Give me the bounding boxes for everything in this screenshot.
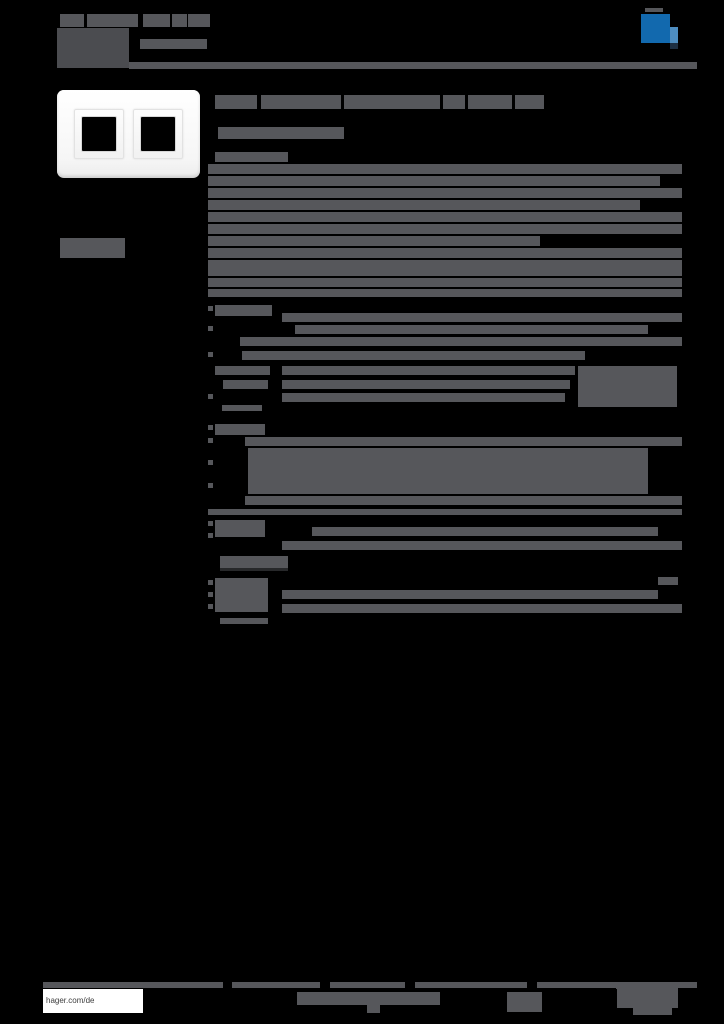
spec-label-redacted bbox=[215, 578, 268, 612]
paragraph-block-redacted bbox=[248, 448, 648, 494]
header-title-word bbox=[188, 14, 210, 27]
bullet-tick bbox=[208, 394, 213, 399]
product-title-word bbox=[515, 95, 544, 109]
link-underline bbox=[220, 568, 288, 571]
header-subtitle-block bbox=[57, 28, 129, 68]
paragraph-line-redacted bbox=[208, 212, 682, 222]
frame-opening-left-hole bbox=[82, 117, 116, 151]
bullet-tick bbox=[208, 483, 213, 488]
frame-opening-left bbox=[74, 109, 124, 159]
product-title-word bbox=[261, 95, 341, 109]
footer-disclaimer-redacted bbox=[232, 982, 320, 988]
spec-row-redacted bbox=[282, 604, 682, 613]
paragraph-line-redacted bbox=[208, 164, 682, 174]
frame-opening-right bbox=[133, 109, 183, 159]
spec-row-redacted bbox=[282, 380, 570, 389]
cover-frame-image bbox=[57, 90, 200, 178]
spec-label-redacted bbox=[223, 380, 268, 389]
spec-row-redacted bbox=[282, 313, 682, 322]
section-heading-redacted bbox=[215, 520, 265, 537]
bullet-tick bbox=[208, 326, 213, 331]
paragraph-line-redacted bbox=[208, 248, 682, 258]
bullet-tick bbox=[208, 438, 213, 443]
footer-disclaimer-redacted bbox=[415, 982, 527, 988]
paragraph-block-redacted bbox=[208, 260, 682, 276]
paragraph-line-redacted bbox=[208, 278, 682, 287]
availability-label-redacted bbox=[60, 238, 125, 258]
bullet-tick bbox=[208, 425, 213, 430]
spec-row-redacted bbox=[245, 437, 682, 446]
bullet-tick bbox=[208, 352, 213, 357]
paragraph-line-redacted bbox=[208, 289, 682, 297]
footer-disclaimer-redacted bbox=[43, 982, 223, 988]
spec-row-redacted bbox=[282, 590, 658, 599]
spec-value-block-redacted bbox=[578, 366, 677, 407]
paragraph-line-redacted bbox=[208, 236, 540, 246]
header-title-word bbox=[60, 14, 84, 27]
footer-website-box: hager.com/de bbox=[43, 989, 143, 1013]
footer-right-redacted bbox=[633, 1008, 672, 1015]
spec-row-redacted bbox=[282, 541, 682, 550]
spec-row-redacted bbox=[245, 496, 682, 505]
header-title-word bbox=[87, 14, 138, 27]
footer-website-link[interactable]: hager.com/de bbox=[46, 996, 95, 1005]
hager-logo-shadow bbox=[670, 43, 678, 49]
footer-right-redacted bbox=[617, 989, 678, 1008]
product-title-word bbox=[468, 95, 512, 109]
bullet-tick bbox=[208, 592, 213, 597]
bullet-tick bbox=[208, 533, 213, 538]
hager-logo-mark bbox=[641, 14, 670, 43]
footer-disclaimer-redacted bbox=[330, 982, 405, 988]
bullet-tick bbox=[208, 521, 213, 526]
spec-row-redacted bbox=[282, 393, 565, 402]
product-title-word bbox=[443, 95, 465, 109]
bullet-tick bbox=[208, 604, 213, 609]
product-title-word bbox=[344, 95, 440, 109]
paragraph-line-redacted bbox=[208, 188, 682, 198]
product-title-word bbox=[215, 95, 257, 109]
bullet-tick bbox=[208, 306, 213, 311]
header-title-word bbox=[143, 14, 170, 27]
footer-right-redacted bbox=[616, 984, 678, 989]
logo-caption-redacted bbox=[645, 8, 663, 12]
hager-logo-step bbox=[670, 27, 678, 43]
reference-line-redacted bbox=[218, 127, 344, 139]
bullet-tick bbox=[208, 580, 213, 585]
paragraph-line-redacted bbox=[208, 200, 640, 210]
spec-row-redacted bbox=[242, 351, 585, 360]
header-title-word bbox=[172, 14, 187, 27]
section-heading-redacted bbox=[215, 424, 265, 435]
footer-block-redacted bbox=[507, 992, 542, 1012]
spec-row-redacted bbox=[240, 337, 682, 346]
paragraph-line-redacted bbox=[208, 176, 660, 186]
spec-label-redacted bbox=[222, 405, 262, 411]
header-rule bbox=[129, 62, 697, 69]
link-redacted[interactable] bbox=[220, 556, 288, 568]
footer-center-redacted bbox=[297, 992, 440, 1005]
section-heading-redacted bbox=[215, 152, 288, 162]
bullet-tick bbox=[208, 460, 213, 465]
spec-value-redacted bbox=[658, 577, 678, 585]
product-photo bbox=[57, 90, 200, 178]
frame-opening-right-hole bbox=[141, 117, 175, 151]
spec-row-redacted bbox=[282, 366, 575, 375]
footer-page-redacted bbox=[367, 1005, 380, 1013]
spec-row-redacted bbox=[312, 527, 658, 536]
header-ref-block bbox=[140, 39, 207, 49]
spec-label-redacted bbox=[220, 618, 268, 624]
spec-row-redacted bbox=[295, 325, 648, 334]
section-heading-redacted bbox=[215, 305, 272, 316]
spec-label-redacted bbox=[215, 366, 270, 375]
spec-row-redacted bbox=[208, 509, 682, 515]
paragraph-line-redacted bbox=[208, 224, 682, 234]
